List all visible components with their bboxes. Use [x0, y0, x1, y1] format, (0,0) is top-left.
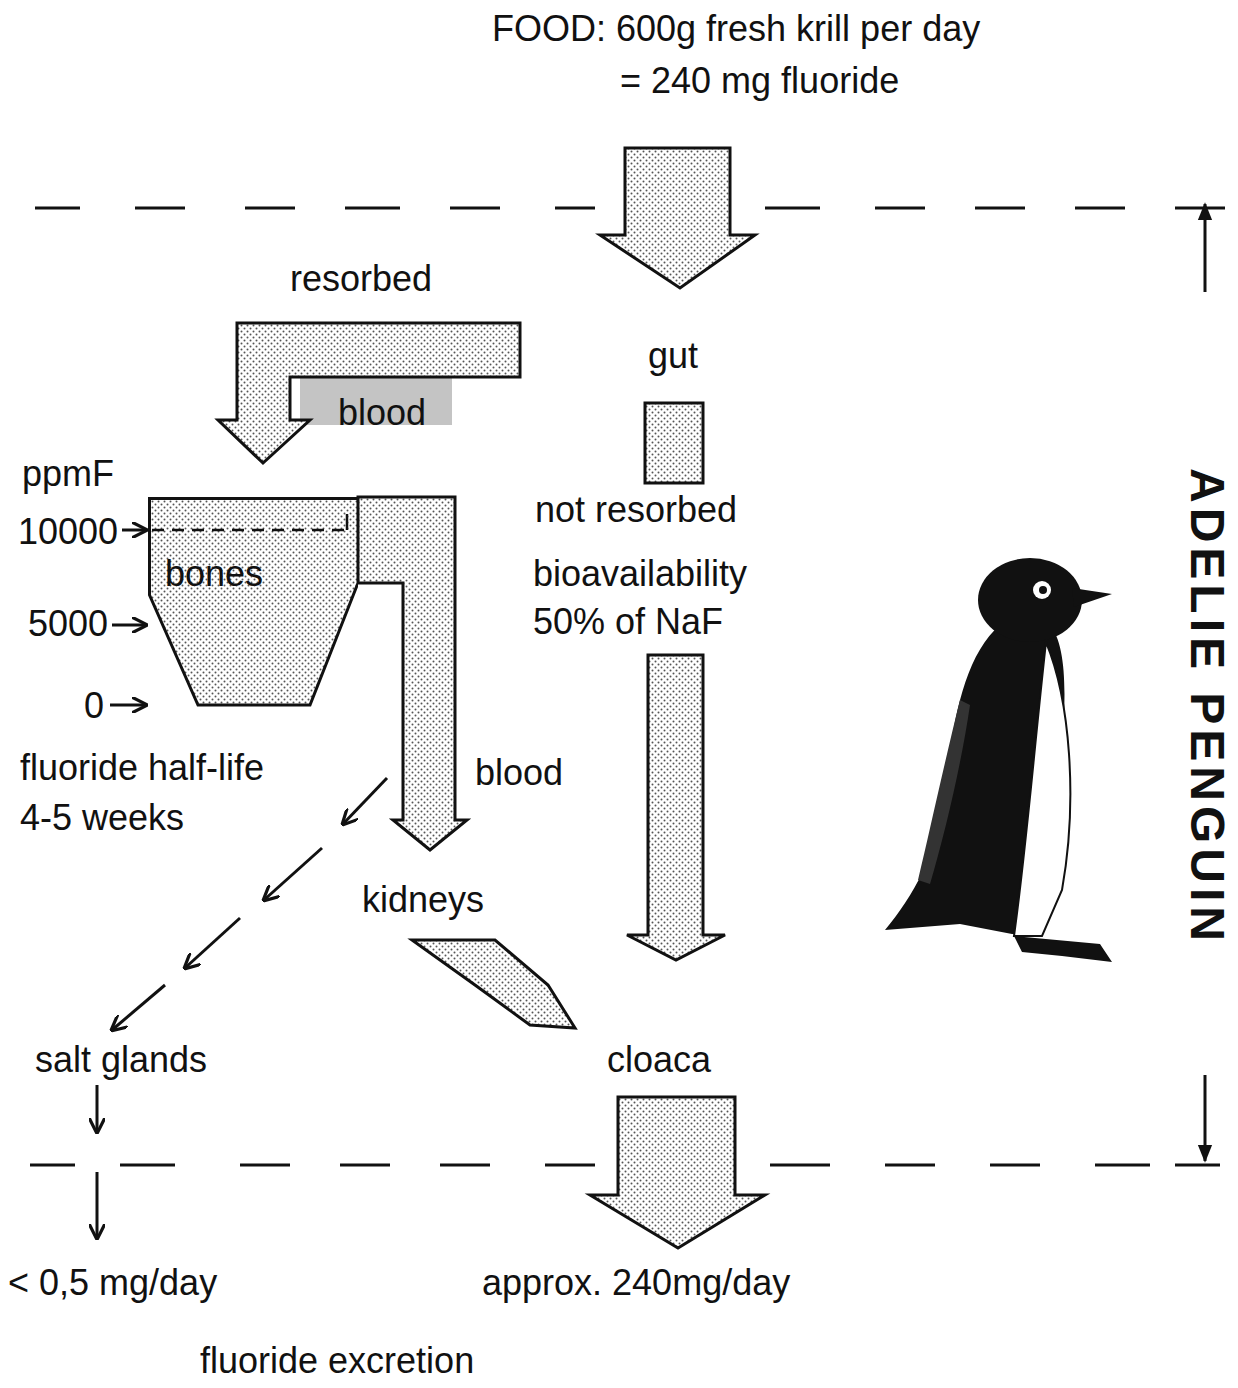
gut-arrow [645, 403, 703, 483]
text-label: gut [648, 335, 698, 376]
text-label: 4-5 weeks [20, 797, 184, 838]
text-label: = 240 mg fluoride [620, 60, 899, 101]
text-label: resorbed [290, 258, 432, 299]
text-label: blood [338, 392, 426, 433]
text-label: 50% of NaF [533, 601, 723, 642]
boundary-arrow [1204, 1075, 1207, 1161]
boundary-dashes [30, 208, 1225, 1165]
flow-arrow [264, 848, 322, 900]
text-label: FOOD: 600g fresh krill per day [492, 8, 980, 49]
flow-arrow [96, 1085, 99, 1132]
flow-arrow [343, 778, 387, 824]
kidney-arrow [412, 940, 575, 1028]
not-resorbed-arrow [627, 655, 725, 960]
flow-arrow [185, 918, 240, 968]
text-label: bioavailability [533, 553, 747, 594]
cloaca-arrow [590, 1097, 765, 1248]
text-label: fluoride half-life [20, 747, 264, 788]
node-label: bones [165, 553, 263, 594]
text-label: < 0,5 mg/day [8, 1262, 217, 1303]
text-label: salt glands [35, 1039, 207, 1080]
penguin-illustration [885, 558, 1112, 962]
text-label: 0 [84, 685, 104, 726]
side-title: ADELIE PENGUIN [1179, 468, 1234, 946]
bone-shape [148, 497, 358, 707]
boundary-arrow [1204, 204, 1207, 292]
scale-arrow [112, 624, 146, 627]
flow-arrow [112, 985, 165, 1030]
text-label: not resorbed [535, 489, 737, 530]
scale-arrow [110, 704, 146, 707]
text-label: 5000 [28, 603, 108, 644]
text-label: blood [475, 752, 563, 793]
flow-arrow [96, 1172, 99, 1238]
text-label: cloaca [607, 1039, 711, 1080]
bone-reservoir: bones [148, 497, 358, 707]
food-arrow [600, 148, 755, 288]
text-label: ppmF [22, 453, 114, 494]
text-label: fluoride excretion [200, 1340, 474, 1381]
text-label: kidneys [362, 879, 484, 920]
scale-arrow [122, 529, 146, 532]
resorbed-arrow [218, 323, 520, 463]
text-label: approx. 240mg/day [482, 1262, 790, 1303]
text-label: 10000 [18, 511, 118, 552]
blood-arrow [358, 497, 467, 850]
